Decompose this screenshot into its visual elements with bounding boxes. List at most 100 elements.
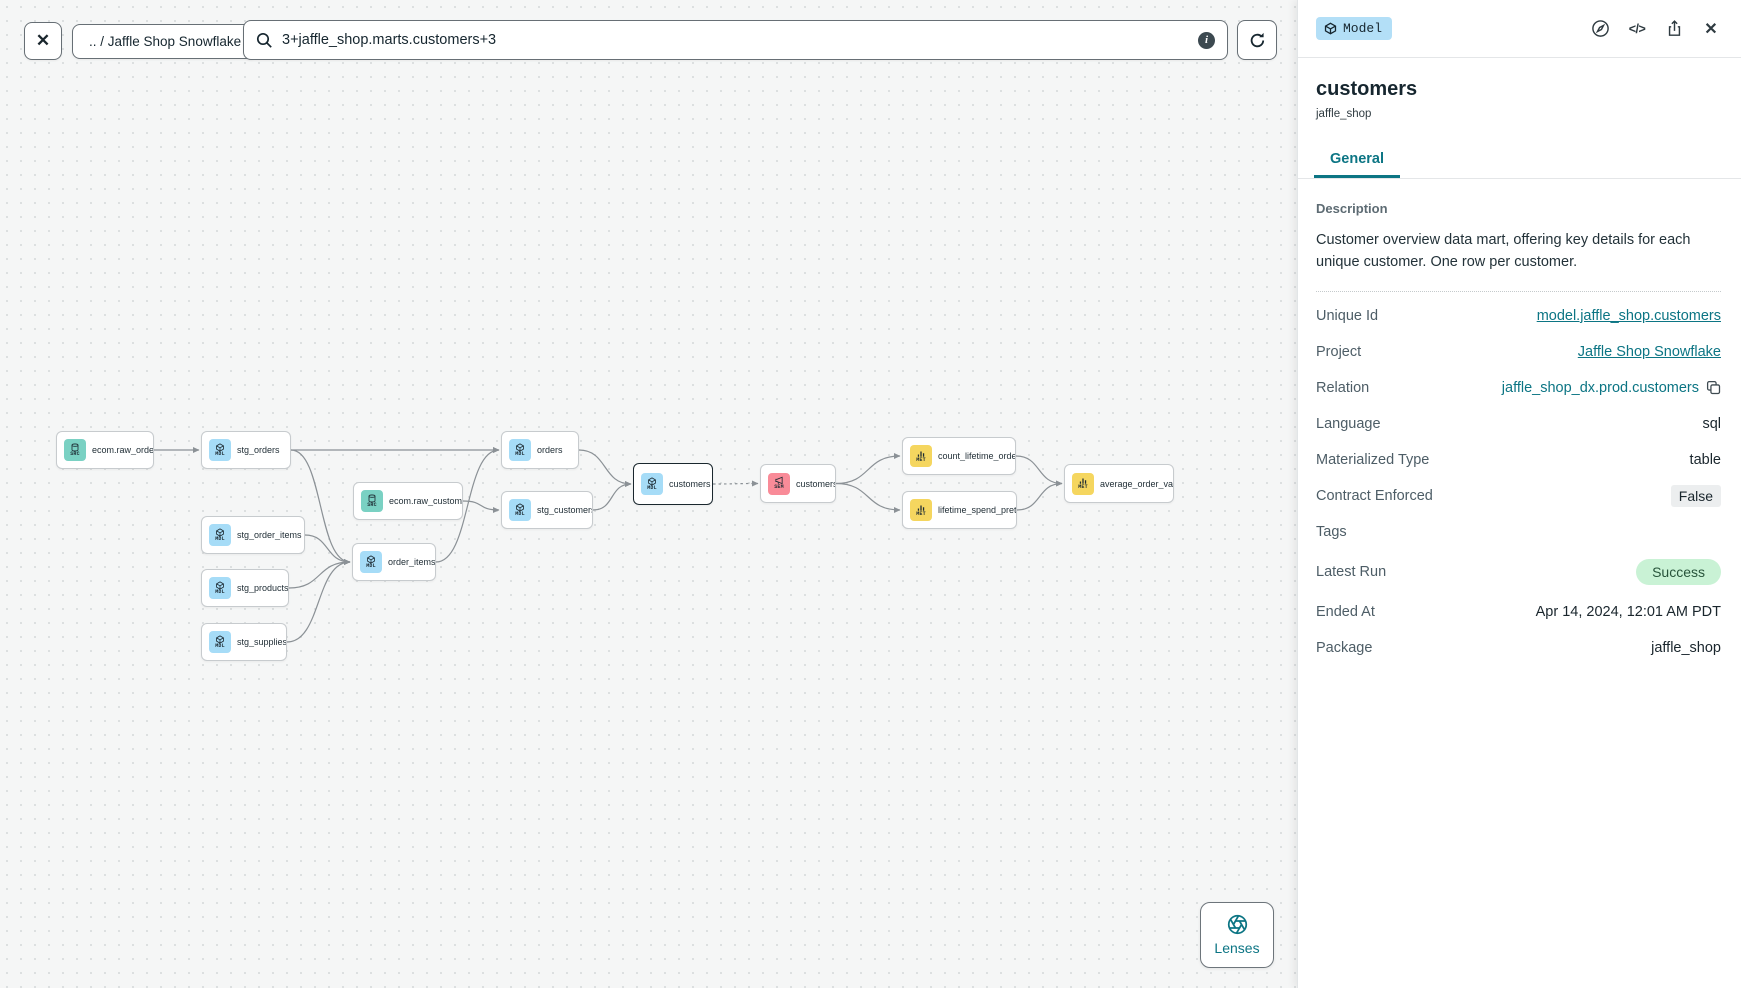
node-label: stg_order_items xyxy=(237,530,302,540)
sem-node-icon: SEM xyxy=(768,472,790,495)
edge-orders-to-customers xyxy=(578,449,632,487)
unique-id-link[interactable]: model.jaffle_shop.customers xyxy=(1536,307,1721,324)
node-type-tag: MDL xyxy=(515,450,525,457)
explore-compass-icon[interactable] xyxy=(1590,19,1610,39)
copy-icon[interactable] xyxy=(1706,380,1721,395)
edge-customers_sem-to-count_lifetime_orders xyxy=(835,453,901,485)
lineage-edges xyxy=(153,447,1063,643)
edge-stg_order_items-to-order_items xyxy=(304,534,351,565)
field-row-language: Language sql xyxy=(1316,406,1721,442)
field-label: Package xyxy=(1316,639,1373,656)
model-badge: Model xyxy=(1316,17,1393,40)
field-label: Tags xyxy=(1316,523,1347,540)
mdl-node-icon: MDL xyxy=(209,631,231,653)
node-type-tag: SEM xyxy=(774,484,784,491)
tabbar: General xyxy=(1298,142,1741,179)
node-stg_customers[interactable]: MDL stg_customers xyxy=(501,491,593,529)
search-input[interactable] xyxy=(282,32,1189,48)
node-customers[interactable]: MDL customers xyxy=(633,463,713,505)
ended-at-value: Apr 14, 2024, 12:01 AM PDT xyxy=(1535,603,1721,620)
project-link[interactable]: Jaffle Shop Snowflake xyxy=(1577,343,1721,360)
latest-run-badge: Success xyxy=(1636,558,1721,585)
description-text: Customer overview data mart, offering ke… xyxy=(1316,232,1691,271)
field-label: Language xyxy=(1316,415,1381,432)
close-panel-icon[interactable]: ✕ xyxy=(1704,20,1718,38)
node-ecom_raw_customers[interactable]: SRC ecom.raw_customers xyxy=(353,482,463,520)
node-label: count_lifetime_orders xyxy=(938,451,1015,461)
node-label: lifetime_spend_pretax xyxy=(938,505,1016,515)
node-stg_orders[interactable]: MDL stg_orders xyxy=(201,431,291,469)
node-stg_supplies[interactable]: MDL stg_supplies xyxy=(201,623,287,661)
search-icon xyxy=(256,32,272,48)
lenses-button[interactable]: Lenses xyxy=(1200,902,1274,968)
node-type-tag: MDL xyxy=(647,484,657,491)
page-title: customers xyxy=(1316,78,1418,100)
node-stg_order_items[interactable]: MDL stg_order_items xyxy=(201,516,305,554)
field-row-ended-at: Ended At Apr 14, 2024, 12:01 AM PDT xyxy=(1316,594,1721,630)
src-node-icon: SRC xyxy=(361,490,383,512)
language-value: sql xyxy=(1702,415,1721,432)
edge-stg_customers-to-customers xyxy=(592,481,632,511)
node-type-tag: SRC xyxy=(367,501,377,508)
materialized-type-value: table xyxy=(1689,451,1721,468)
field-row-latest-run: Latest Run Success xyxy=(1316,550,1721,594)
edge-customers-to-customers_sem xyxy=(712,480,759,487)
node-label: customers xyxy=(669,479,711,489)
node-type-tag: MDL xyxy=(215,588,225,595)
node-type-tag: MET xyxy=(916,510,926,517)
lineage-search: i xyxy=(243,20,1228,60)
info-icon[interactable]: i xyxy=(1198,31,1215,49)
field-row-tags: Tags xyxy=(1316,514,1721,550)
field-label: Ended At xyxy=(1316,603,1375,620)
relation-value: jaffle_shop_dx.prod.customers xyxy=(1501,379,1699,396)
edge-stg_supplies-to-order_items xyxy=(286,559,351,643)
code-icon[interactable]: </> xyxy=(1628,21,1646,36)
node-type-tag: SRC xyxy=(70,450,80,457)
node-label: stg_orders xyxy=(237,445,280,455)
close-lineage-button[interactable]: ✕ xyxy=(24,22,62,60)
details-panel: Model </> ✕ customers jaffle_shop Gener xyxy=(1297,0,1741,988)
node-type-tag: MDL xyxy=(215,535,225,542)
node-type-tag: MET xyxy=(916,456,926,463)
node-lifetime_spend_pretax[interactable]: MET lifetime_spend_pretax xyxy=(902,491,1017,529)
mdl-node-icon: MDL xyxy=(509,499,531,521)
tab-general[interactable]: General xyxy=(1314,142,1400,178)
edge-count_lifetime_orders-to-average_order_value xyxy=(1015,455,1063,487)
model-cube-icon xyxy=(1324,22,1337,35)
node-label: ecom.raw_customers xyxy=(389,496,462,506)
mdl-node-icon: MDL xyxy=(209,577,231,599)
edge-stg_orders-to-order_items xyxy=(290,449,351,565)
breadcrumb[interactable]: .. / Jaffle Shop Snowflake xyxy=(72,24,259,59)
edge-ecom_raw_customers-to-stg_customers xyxy=(462,500,500,513)
node-label: order_items xyxy=(388,557,435,567)
node-count_lifetime_orders[interactable]: MET count_lifetime_orders xyxy=(902,437,1016,475)
node-label: average_order_value xyxy=(1100,478,1173,489)
panel-header: Model </> ✕ xyxy=(1298,0,1741,58)
package-subtitle: jaffle_shop xyxy=(1316,108,1372,120)
node-type-tag: MDL xyxy=(215,450,225,457)
node-orders[interactable]: MDL orders xyxy=(501,431,579,469)
model-badge-label: Model xyxy=(1343,21,1383,36)
node-label: stg_supplies xyxy=(237,637,286,647)
relation-value-wrap: jaffle_shop_dx.prod.customers xyxy=(1502,380,1721,396)
node-label: stg_customers xyxy=(537,505,592,515)
lenses-aperture-icon xyxy=(1227,914,1247,935)
node-type-tag: MDL xyxy=(215,642,225,649)
field-label: Relation xyxy=(1316,379,1370,396)
field-label: Latest Run xyxy=(1316,563,1387,580)
field-row-relation: Relation jaffle_shop_dx.prod.customers xyxy=(1316,370,1721,406)
panel-content: Description Customer overview data mart,… xyxy=(1298,179,1741,686)
refresh-button[interactable] xyxy=(1237,20,1277,60)
share-icon[interactable] xyxy=(1664,19,1684,39)
edge-order_items-to-orders xyxy=(435,447,500,563)
node-label: orders xyxy=(537,445,563,455)
